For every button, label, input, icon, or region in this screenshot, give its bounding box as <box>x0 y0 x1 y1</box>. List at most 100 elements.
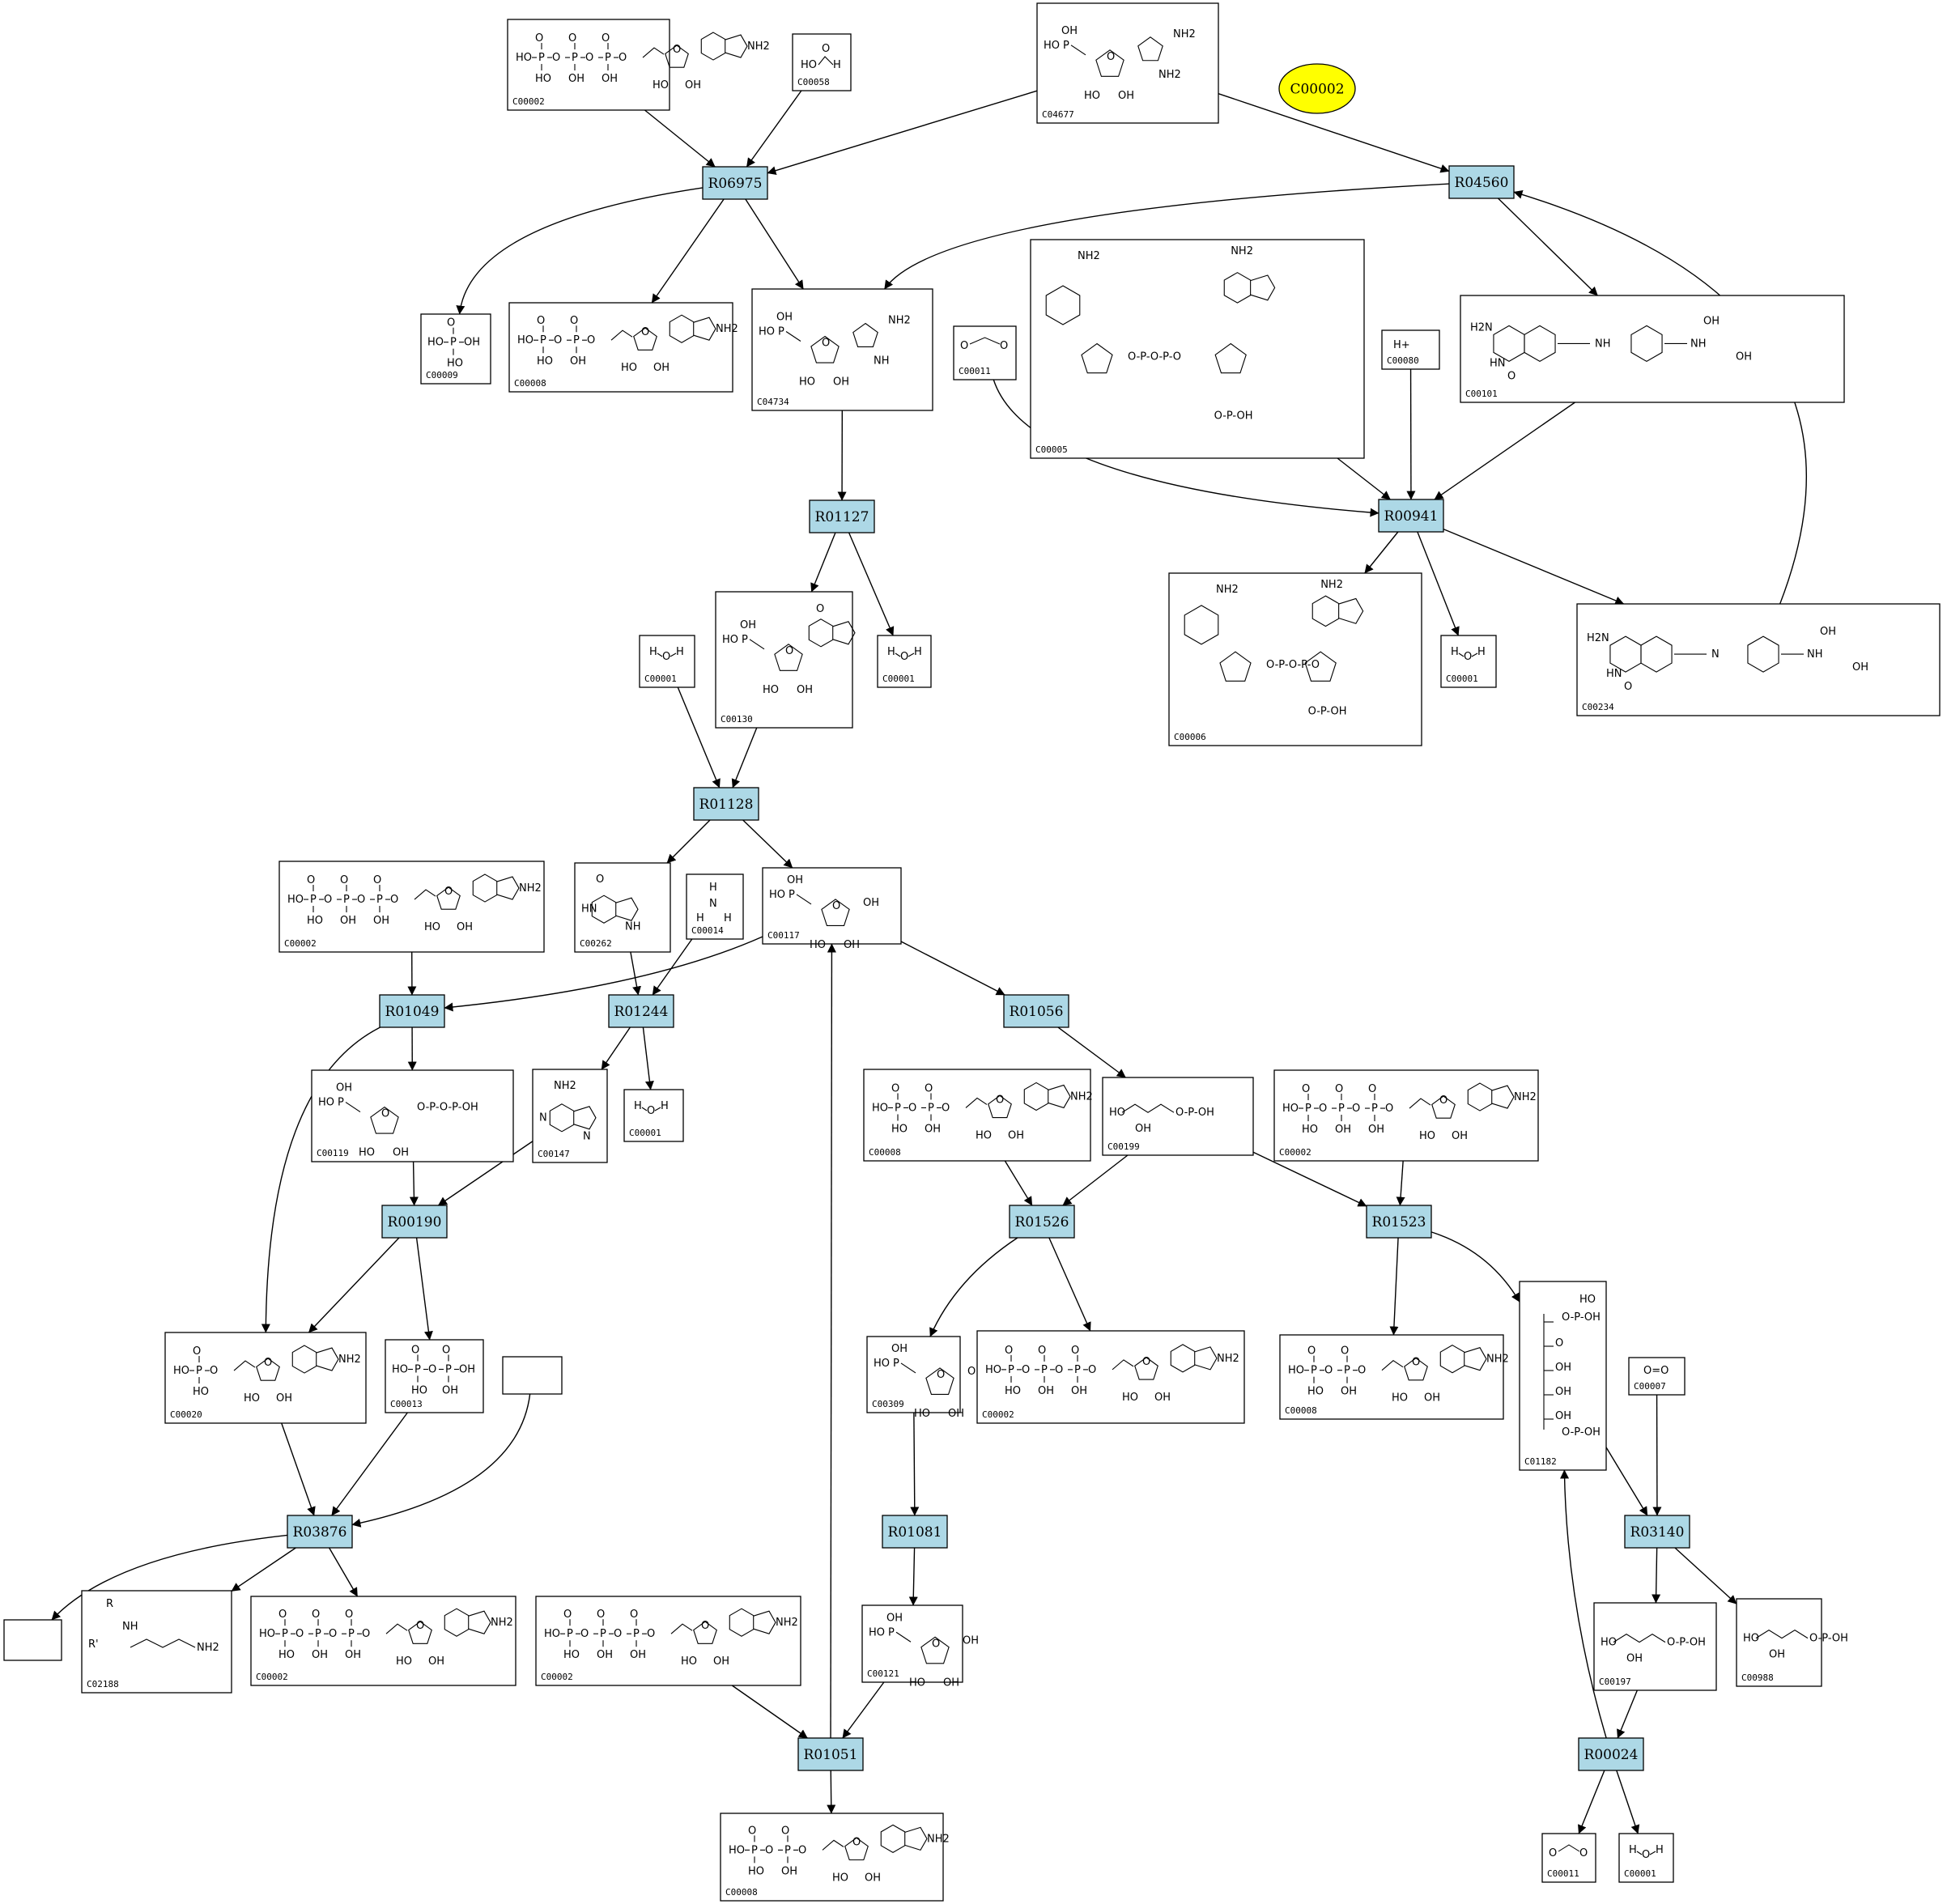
compound-id-label: C00008 <box>1285 1405 1317 1416</box>
atom-label: P <box>540 334 546 346</box>
compound-node-empty[interactable] <box>502 1356 563 1395</box>
bond-lines <box>1755 1629 1809 1639</box>
compound-id-label: C00147 <box>538 1149 570 1159</box>
reaction-node-R01051[interactable]: R01051 <box>797 1737 864 1771</box>
atom-label: HO <box>1302 1124 1318 1136</box>
reaction-node-R01056[interactable]: R01056 <box>1003 994 1069 1028</box>
atom-label: NH2 <box>338 1354 361 1366</box>
compound-id-label: C04734 <box>757 397 789 407</box>
reaction-node-R01523[interactable]: R01523 <box>1366 1205 1432 1239</box>
compound-node-empty[interactable] <box>3 1619 62 1661</box>
atom-label: OH <box>963 1634 979 1647</box>
reaction-node-R04560[interactable]: R04560 <box>1448 165 1515 199</box>
atom-label: NH <box>122 1621 138 1633</box>
bond-lines <box>1747 635 1779 673</box>
compound-box <box>623 1089 684 1142</box>
atom-label: O <box>324 894 332 906</box>
atom-label: O <box>781 1825 789 1837</box>
bond-lines <box>256 1358 280 1381</box>
seed-compound-node[interactable]: C00002 <box>1278 63 1356 114</box>
atom-label: P <box>600 1628 606 1640</box>
atom-label: NH <box>874 355 890 368</box>
reaction-box <box>1366 1205 1432 1239</box>
compound-node-C00080[interactable]: H+C00080 <box>1381 329 1440 370</box>
atom-label: O-P-OH <box>1809 1633 1848 1645</box>
atom-label: OH <box>865 1872 881 1884</box>
atom-label: H <box>661 1100 669 1112</box>
reaction-node-R01128[interactable]: R01128 <box>693 787 759 821</box>
reaction-node-R01244[interactable]: R01244 <box>608 994 674 1028</box>
atom-label: O <box>614 1628 622 1640</box>
reaction-node-R03140[interactable]: R03140 <box>1624 1515 1690 1549</box>
reaction-node-R01081[interactable]: R01081 <box>882 1515 948 1549</box>
reaction-node-R03876[interactable]: R03876 <box>287 1515 353 1549</box>
atom-label: H <box>1656 1844 1664 1856</box>
compound-id-label: C00309 <box>872 1399 904 1409</box>
atom-label: OH <box>776 312 793 324</box>
atom-label: P <box>414 1364 421 1376</box>
compound-box <box>715 591 853 729</box>
edge-c40-R00024 <box>1617 1689 1639 1739</box>
atom-label: OH <box>1736 351 1752 363</box>
reaction-node-R00941[interactable]: R00941 <box>1378 499 1444 533</box>
reaction-label: R01127 <box>815 509 869 525</box>
atom-label: O <box>832 900 840 912</box>
compound-box <box>1279 1334 1504 1420</box>
atom-label: O <box>641 326 649 338</box>
reaction-node-R01049[interactable]: R01049 <box>379 994 445 1028</box>
reaction-node-R01526[interactable]: R01526 <box>1009 1205 1075 1239</box>
compound-id-label: C00001 <box>1624 1868 1656 1879</box>
reaction-label: R01049 <box>385 1004 440 1020</box>
reaction-node-R06975[interactable]: R06975 <box>702 166 768 200</box>
atom-label: O <box>1005 1345 1013 1357</box>
atom-label: P <box>1063 40 1069 52</box>
compound-id-label: C04677 <box>1042 109 1074 120</box>
atom-label: P <box>338 1097 344 1109</box>
atom-label: O <box>1319 1103 1327 1115</box>
reaction-node-R01127[interactable]: R01127 <box>809 499 875 533</box>
reaction-node-R00190[interactable]: R00190 <box>381 1205 448 1239</box>
reaction-node-R00024[interactable]: R00024 <box>1578 1737 1644 1771</box>
